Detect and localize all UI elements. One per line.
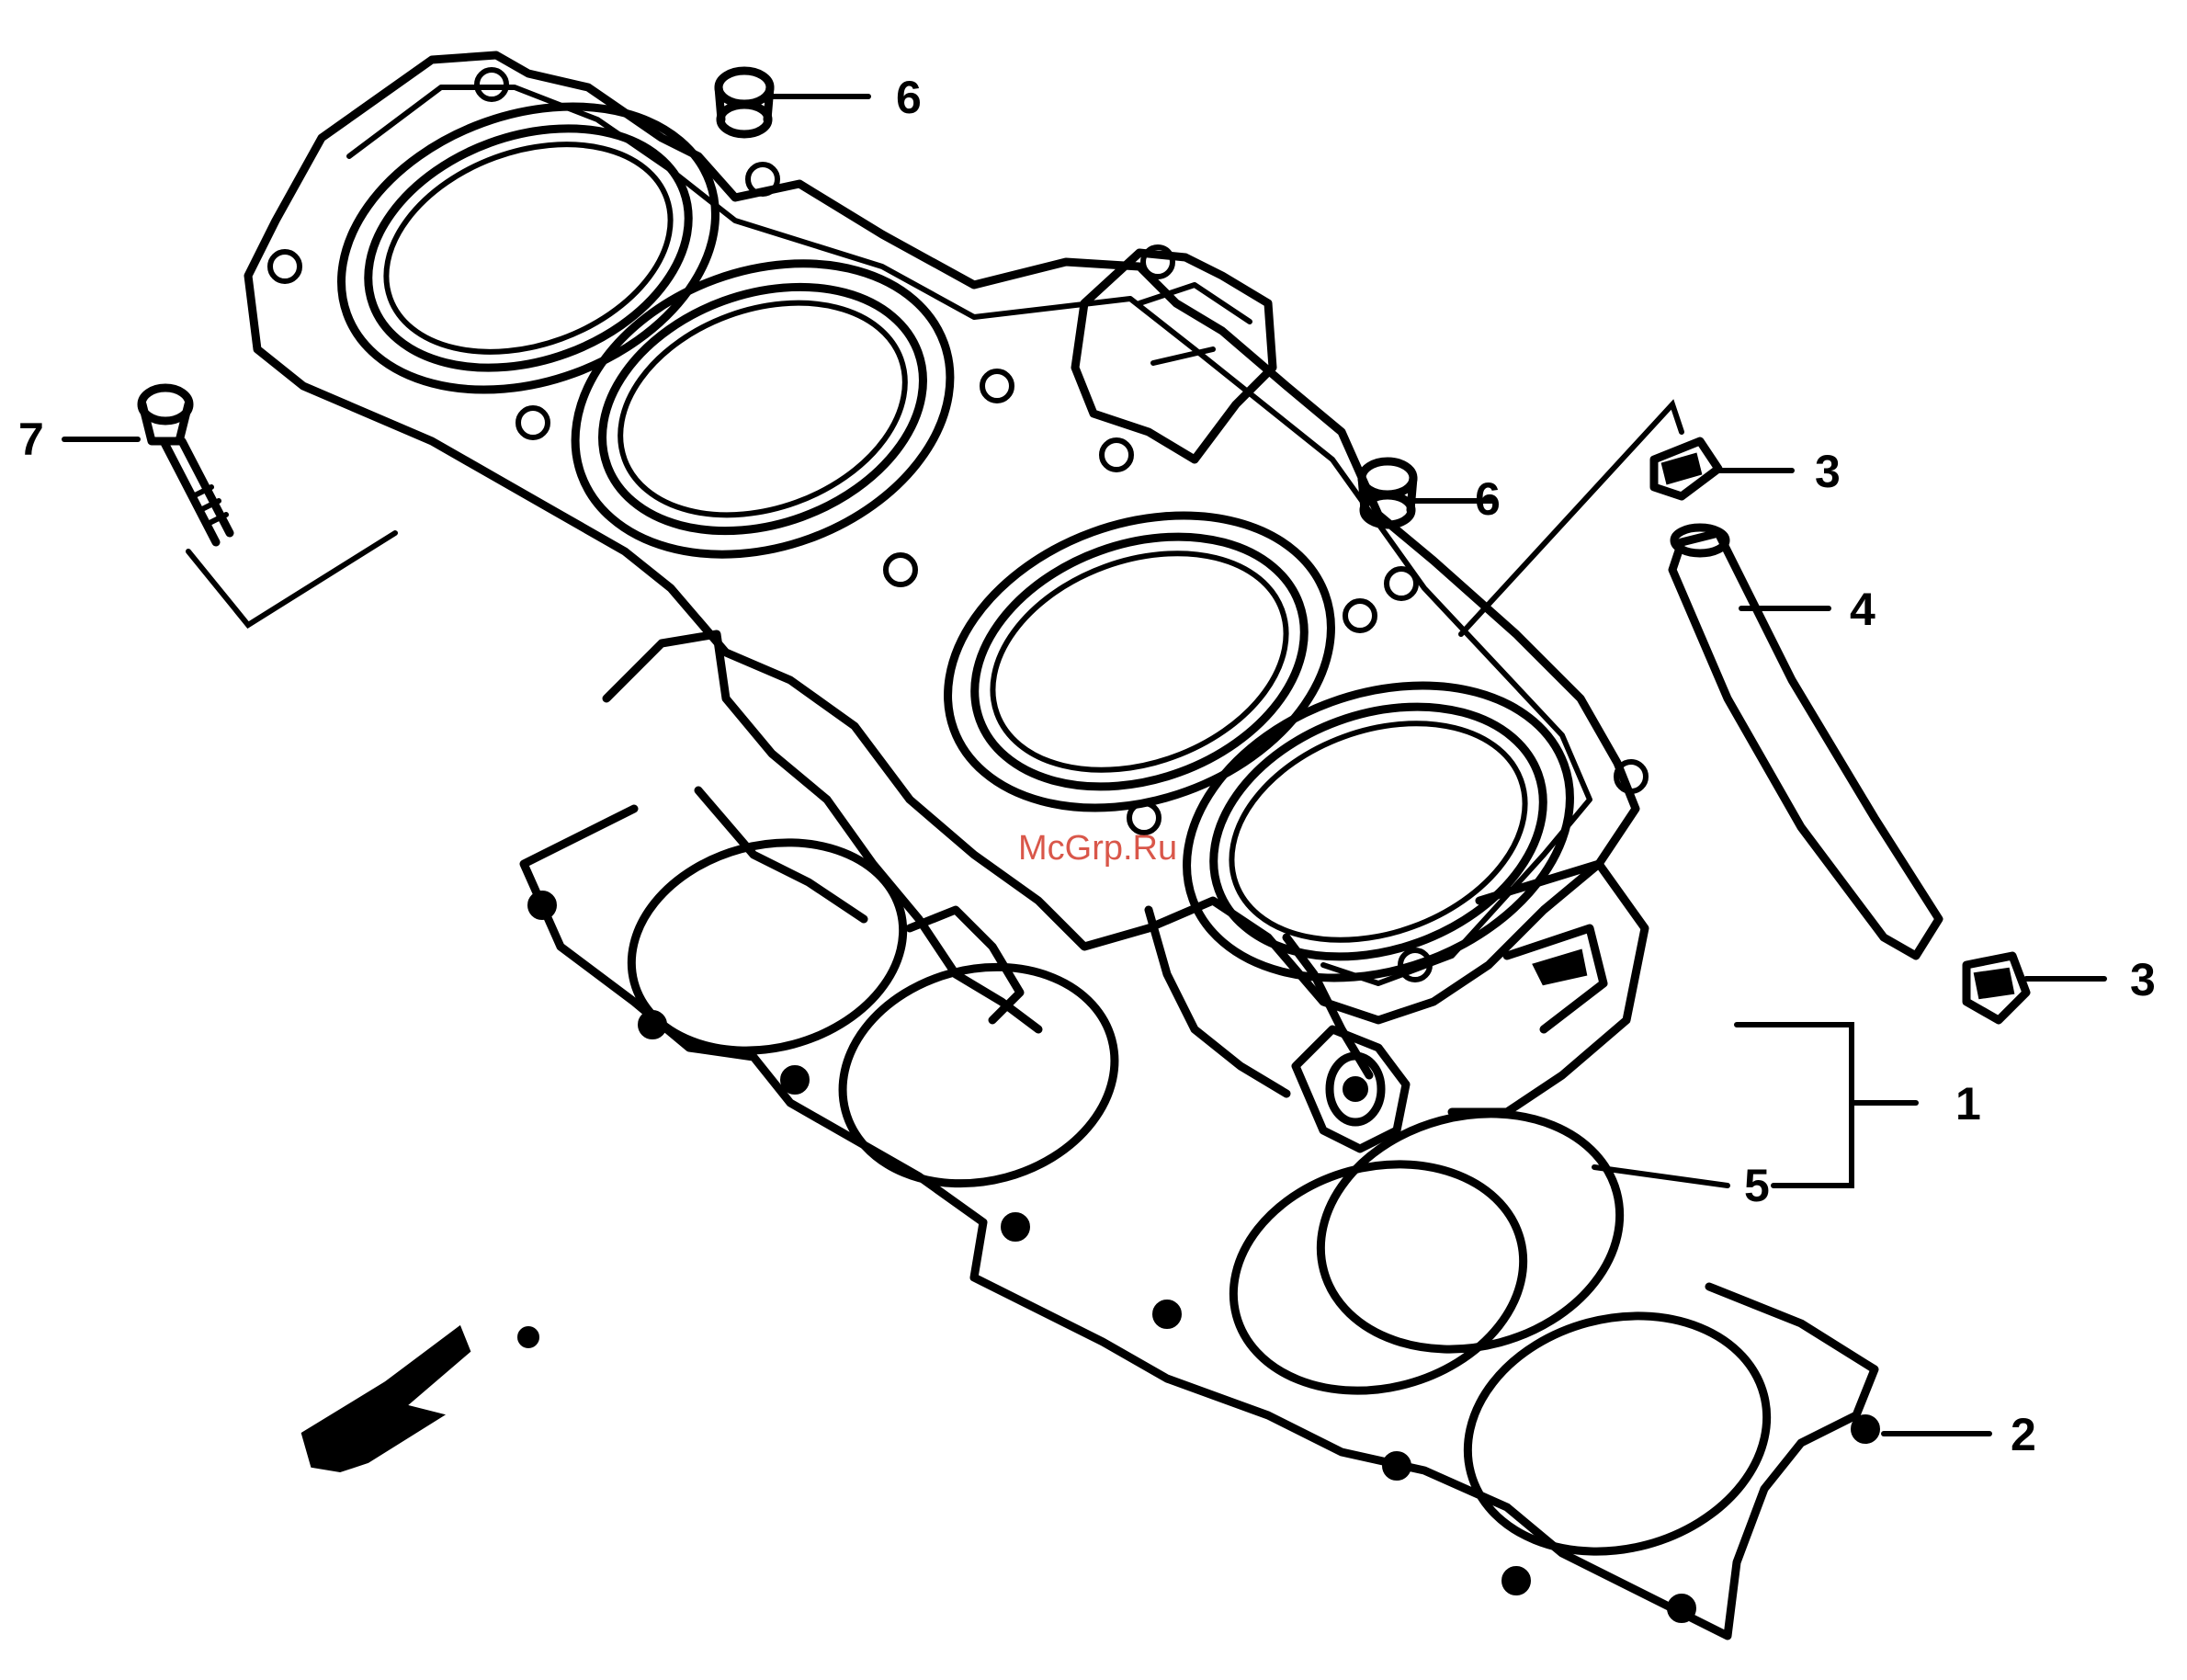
cylinder-block bbox=[248, 55, 1646, 1149]
cylinder-block-deck-outline bbox=[248, 55, 1636, 1020]
gasket-bore-2 bbox=[818, 937, 1139, 1213]
water-hose bbox=[1672, 528, 1939, 956]
gasket-dowel-holes bbox=[529, 892, 1878, 1621]
callout-7: 7 bbox=[18, 414, 44, 465]
front-direction-arrow bbox=[303, 1328, 538, 1470]
callout-3-upper: 3 bbox=[1815, 446, 1841, 497]
hose-clamp-upper bbox=[1654, 441, 1718, 496]
watermark: McGrp.Ru bbox=[1018, 829, 1177, 868]
callout-3-lower: 3 bbox=[2130, 954, 2156, 1005]
callout-6-upper: 6 bbox=[896, 72, 922, 123]
hose-clamp-lower bbox=[1966, 956, 2026, 1020]
cylinder-base-gasket bbox=[524, 809, 1878, 1636]
callout-6-middle: 6 bbox=[1475, 473, 1501, 525]
dowel-pin-middle bbox=[1362, 461, 1413, 525]
cylinder-sleeve-oring bbox=[1294, 1082, 1646, 1382]
callout-5: 5 bbox=[1744, 1160, 1770, 1211]
gasket-outline bbox=[524, 809, 1875, 1636]
callout-1: 1 bbox=[1955, 1078, 1981, 1129]
gasket-bore-1 bbox=[608, 813, 927, 1080]
dowel-pin-upper bbox=[719, 71, 770, 134]
stud-bolt bbox=[142, 388, 230, 542]
callout-4: 4 bbox=[1850, 584, 1875, 635]
callout-2: 2 bbox=[2011, 1409, 2036, 1460]
